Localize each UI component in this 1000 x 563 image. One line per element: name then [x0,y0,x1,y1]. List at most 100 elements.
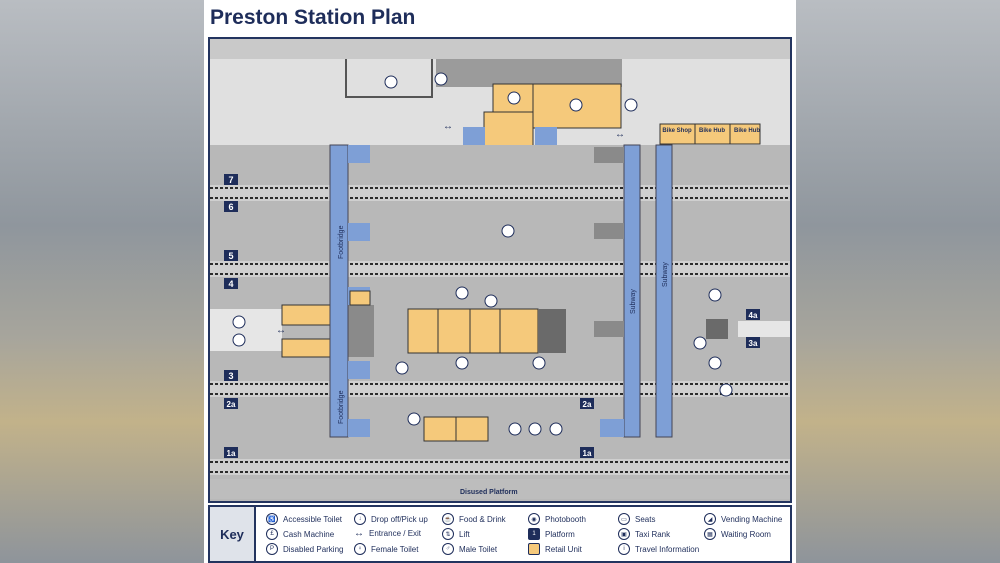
station-plan-panel: Preston Station Plan ↔ ↔ Bike Shop Bike … [204,0,796,563]
entrance-exit-icon: ↔ [443,121,453,132]
platform-4-marker: 4 [224,278,238,289]
svg-text:6: 6 [228,202,233,212]
vending-machine-icon [532,356,546,370]
stairs-p6 [348,223,370,241]
stairs-forecourt-left [463,127,485,145]
platform-6-marker: 6 [224,201,238,212]
svg-text:1a: 1a [583,449,592,458]
key-item: ☕Food & Drink [442,513,506,525]
svg-text:2a: 2a [583,400,592,409]
key-item: ▭Seats [618,513,655,525]
stairs-p3 [348,361,370,379]
retail-unit-forecourt-3 [483,111,534,147]
svg-text:4a: 4a [749,311,758,320]
retail-unit-icon [528,543,540,555]
track-7-6 [210,185,790,201]
bike-hub-2-label: Bike Hub [734,128,760,134]
parking-icon [434,72,448,86]
key-item: ♂Male Toilet [442,543,497,555]
drop-off-icon [384,75,398,89]
seats-icon [395,361,409,375]
track-3-2 [210,381,790,397]
svg-text:1a: 1a [227,449,236,458]
vending-machine-icon [407,412,421,426]
platform-icon: 1 [528,528,540,540]
subway-left [623,144,641,438]
taxi-rank-icon: ▣ [618,528,630,540]
disused-platform [210,479,790,499]
subway-stairs-p2 [600,419,624,437]
track-1 [210,459,790,475]
bike-hub-1-label: Bike Hub [699,128,725,134]
svg-text:4: 4 [228,279,233,289]
platform-2a-marker-right: 2a [580,398,594,409]
key-item: £Cash Machine [266,528,334,540]
ticket-office [281,304,333,326]
stairs-forecourt-right [535,127,557,145]
key-item: ♿Accessible Toilet [266,513,342,525]
subway-left-label: Subway [630,289,637,314]
drop-off-road [345,59,433,98]
lift-icon: ⇅ [442,528,454,540]
stairs-p2 [348,419,370,437]
platform-2a-marker-left: 2a [224,398,238,409]
key-item: ⇅Lift [442,528,470,540]
male-toilet-icon: ♂ [442,543,454,555]
female-toilet-icon: ♀ [354,543,366,555]
svg-text:3: 3 [228,371,233,381]
central-stairs [538,309,566,353]
seats-icon [708,288,722,302]
seats-icon [501,224,515,238]
bike-shop-label: Bike Shop [662,128,692,134]
car-park [436,59,622,87]
seats-icon: ▭ [618,513,630,525]
food-drink-icon: ☕ [442,513,454,525]
bike-units [659,123,761,145]
photobooth-icon: ◉ [528,513,540,525]
travel-info-icon: i [618,543,630,555]
lift-icon [549,422,563,436]
platform-3-marker: 3 [224,370,238,381]
subway-ramp-p7 [594,147,624,163]
background-blur-right [790,0,1000,563]
subway-right [655,144,673,438]
station-map-svg: ↔ ↔ Bike Shop Bike Hub Bike Hub [210,59,790,501]
taxi-rank-icon [232,315,246,329]
background-blur-left [0,0,210,563]
key-item: ◉Photobooth [528,513,586,525]
platform-5-marker: 5 [224,250,238,261]
retail-unit-west [281,338,333,358]
platform-1a-marker-right: 1a [580,447,594,458]
seats-icon [508,422,522,436]
vending-machine-icon [507,91,521,105]
waiting-room-icon: ▦ [704,528,716,540]
lift-icon [455,356,469,370]
subway-ramp-p6 [594,223,624,239]
svg-text:2a: 2a [227,400,236,409]
subway-ramp-p4 [594,321,624,337]
drop-off-icon: ↓ [354,513,366,525]
west-entrance [210,309,282,351]
footbridge-label-bottom: Footbridge [338,390,345,424]
entrance-exit-icon: ↔ [615,129,625,140]
vending-machine-icon [719,383,733,397]
cash-machine-icon: £ [266,528,278,540]
vending-machine-icon: ◢ [704,513,716,525]
svg-text:5: 5 [228,251,233,261]
shopping-basket-icon [569,98,583,112]
vending-machine-icon [528,422,542,436]
key-item: ↔Entrance / Exit [354,527,422,539]
page-title: Preston Station Plan [210,6,416,29]
key-title: Key [210,507,256,561]
east-platform-stub [738,321,790,337]
key-item: Retail Unit [528,543,582,555]
key-item: ▦Waiting Room [704,528,771,540]
disabled-parking-icon: P [266,543,278,555]
key-item: ▣Taxi Rank [618,528,670,540]
platform-4a-marker: 4a [746,309,760,320]
entrance-exit-icon: ↔ [354,527,364,539]
stairs-p7 [348,145,370,163]
disused-platform-label: Disused Platform [460,489,518,496]
vending-machine-icon [484,294,498,308]
